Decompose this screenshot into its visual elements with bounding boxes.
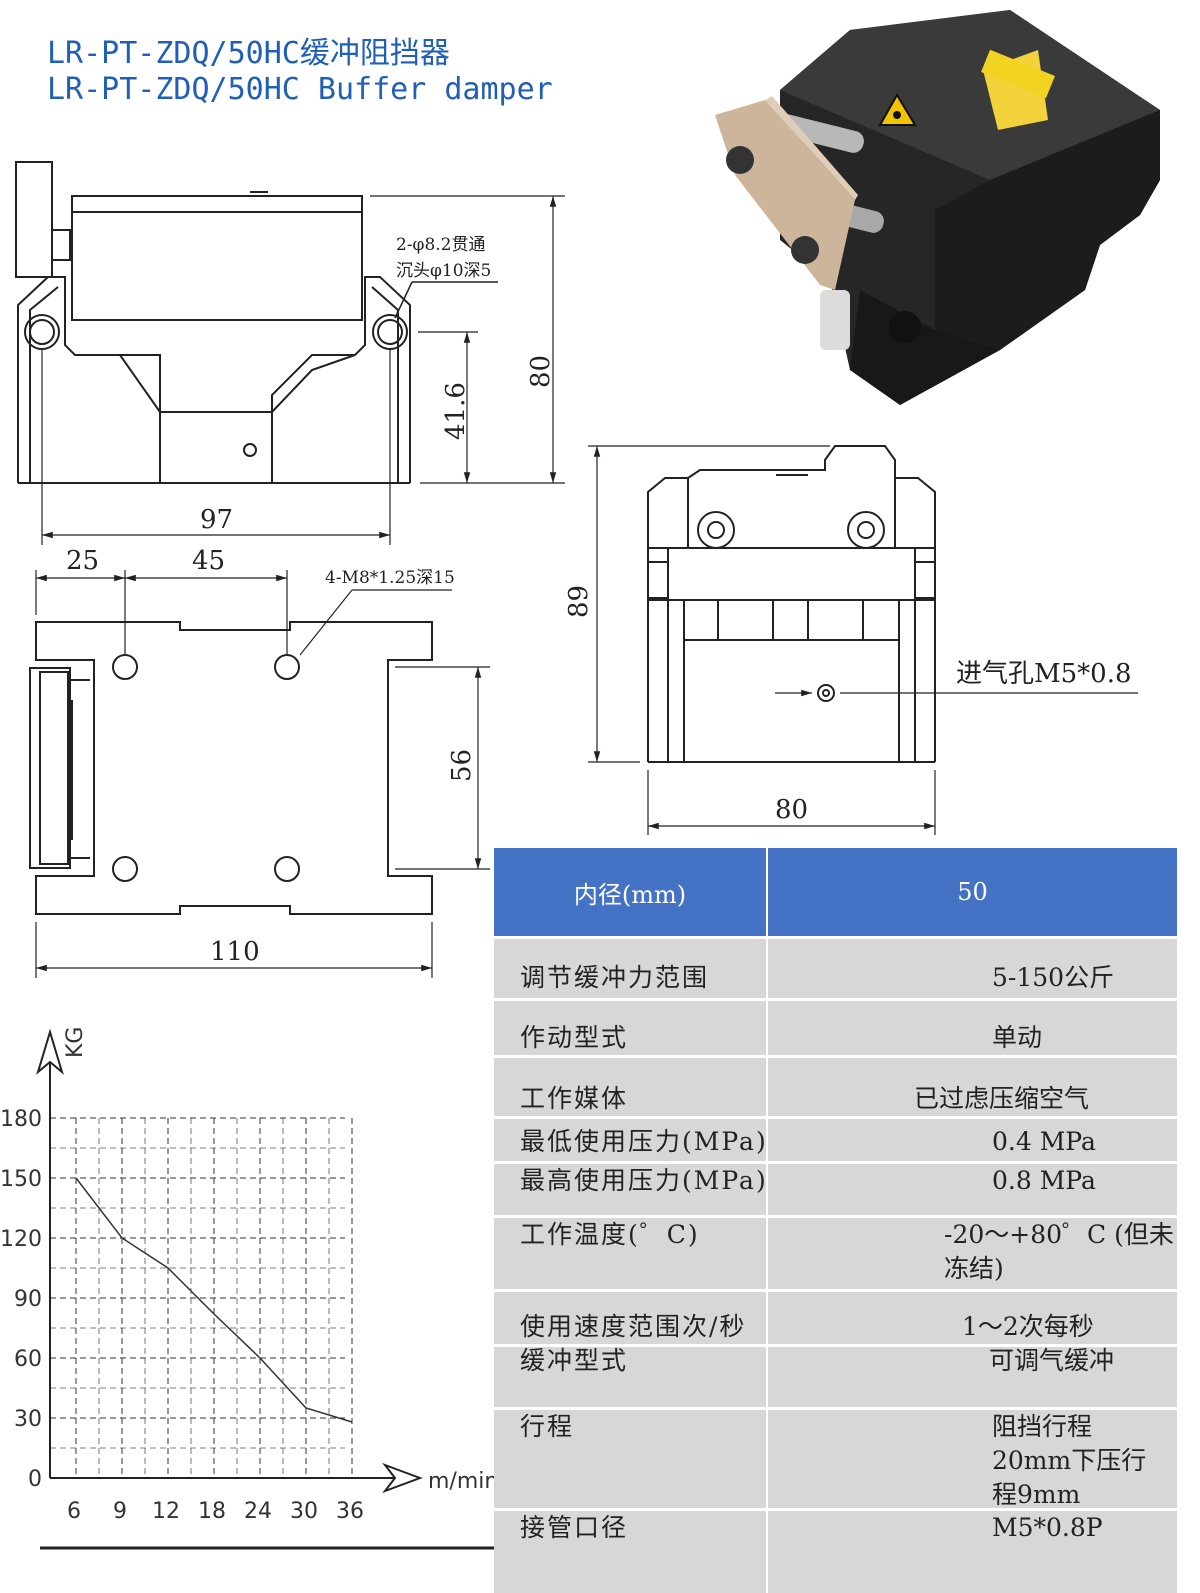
y-tick-label: 0	[28, 1467, 42, 1492]
front-hole-note-line1: 2-φ8.2贯通	[396, 235, 486, 255]
x-tick-label: 18	[198, 1499, 226, 1524]
front-view-drawing	[16, 162, 565, 545]
spec-value: 0.8 MPa	[992, 1166, 1096, 1195]
spec-label: 最高使用压力(MPa)	[520, 1166, 768, 1195]
y-axis-arrow-icon	[36, 1028, 64, 1075]
spec-header-value: 50	[957, 878, 988, 906]
spec-label: 工作温度(゜C)	[520, 1220, 700, 1249]
spec-value: 0.4 MPa	[992, 1127, 1096, 1156]
y-tick-label: 150	[0, 1167, 42, 1192]
product-photo	[715, 10, 1160, 405]
y-tick-label: 60	[14, 1347, 42, 1372]
spec-value: 1～2次每秒	[962, 1312, 1094, 1341]
front-hole-note-line2: 沉头φ10深5	[396, 261, 491, 281]
spec-row: 最高使用压力(MPa) 0.8 MPa	[494, 1164, 1177, 1215]
side-view-drawing	[588, 446, 1138, 835]
top-dim-b: 45	[192, 546, 225, 576]
top-dim-side: 56	[447, 749, 477, 782]
x-tick-label: 9	[113, 1499, 127, 1524]
side-air-inlet-note: 进气孔M5*0.8	[956, 659, 1132, 689]
spec-row: 接管口径 M5*0.8P	[494, 1511, 1177, 1593]
spec-value: M5*0.8P	[992, 1513, 1103, 1542]
spec-value: 阻挡行程20mm下压行程9mm	[992, 1412, 1147, 1509]
spec-header-row: 内径(mm) 50	[494, 848, 1177, 936]
x-tick-label: 12	[152, 1499, 180, 1524]
title-chinese: LR-PT-ZDQ/50HC缓冲阻挡器	[47, 36, 450, 71]
side-dim-width: 80	[775, 795, 808, 825]
spec-label: 接管口径	[520, 1513, 629, 1542]
spec-label: 工作媒体	[520, 1084, 629, 1113]
y-tick-label: 120	[0, 1227, 42, 1252]
x-tick-label: 24	[244, 1499, 272, 1524]
top-view-drawing	[30, 570, 490, 978]
spec-label: 调节缓冲力范围	[520, 963, 710, 992]
spec-label: 缓冲型式	[520, 1346, 629, 1375]
hand-crush-warning-icon	[878, 93, 917, 126]
y-tick-label: 180	[0, 1107, 42, 1132]
spec-row: 作动型式 单动	[494, 1001, 1177, 1055]
spec-value: 已过虑压缩空气	[914, 1084, 1090, 1113]
x-tick-label: 6	[67, 1499, 81, 1524]
x-axis-label: m/mim	[428, 1469, 494, 1494]
spec-value: -20～+80゜C (但未冻结)	[944, 1220, 1174, 1283]
spec-label: 行程	[520, 1412, 575, 1441]
spec-row: 使用速度范围次/秒 1～2次每秒	[494, 1292, 1177, 1344]
side-dim-height: 89	[564, 585, 594, 618]
y-tick-label: 30	[14, 1407, 42, 1432]
spec-row: 缓冲型式 可调气缓冲	[494, 1346, 1177, 1407]
spec-value: 单动	[992, 1023, 1043, 1052]
spec-row: 工作媒体 已过虑压缩空气	[494, 1058, 1177, 1116]
spec-header-label: 内径(mm)	[573, 880, 687, 909]
spec-row: 工作温度(゜C) -20～+80゜C (但未冻结)	[494, 1218, 1177, 1289]
force-speed-chart: KG m/mim 0 30 60 90 120 150 180 6 9 12 18 24 30 36	[0, 1027, 494, 1550]
technical-drawings: 2-φ8.2贯通 沉头φ10深5 97 41.6 80 25 45 4-M8*1…	[0, 0, 1200, 1000]
spec-row: 最低使用压力(MPa) 0.4 MPa	[494, 1119, 1177, 1161]
front-dim-width: 97	[200, 505, 233, 535]
top-dim-length: 110	[210, 937, 260, 967]
y-axis-label: KG	[63, 1027, 88, 1058]
y-tick-label: 90	[14, 1287, 42, 1312]
spec-label: 最低使用压力(MPa)	[520, 1127, 768, 1156]
spec-row: 调节缓冲力范围 5-150公斤	[494, 939, 1177, 998]
spec-value: 5-150公斤	[992, 963, 1115, 992]
spec-value: 可调气缓冲	[989, 1346, 1115, 1375]
front-dim-height: 80	[526, 355, 556, 388]
x-tick-label: 30	[290, 1499, 318, 1524]
spec-label: 使用速度范围次/秒	[520, 1312, 747, 1341]
spec-row: 行程 阻挡行程20mm下压行程9mm	[494, 1410, 1177, 1509]
top-dim-a: 25	[66, 546, 99, 576]
front-dim-hole-height: 41.6	[441, 382, 471, 440]
spec-label: 作动型式	[520, 1023, 629, 1052]
title-english: LR-PT-ZDQ/50HC Buffer damper	[47, 72, 553, 107]
spec-table: 内径(mm) 50 调节缓冲力范围 5-150公斤 作动型式 单动 工作媒体 已…	[494, 848, 1177, 1593]
x-tick-label: 36	[336, 1499, 364, 1524]
x-axis-arrow-icon	[382, 1462, 423, 1494]
series-line	[75, 1177, 353, 1423]
top-thread-note: 4-M8*1.25深15	[325, 568, 455, 588]
